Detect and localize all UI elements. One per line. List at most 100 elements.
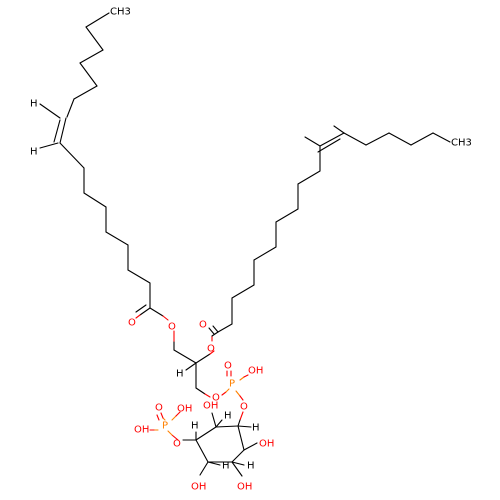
hydroxyl-label: OH bbox=[259, 439, 274, 450]
oxygen-label: O bbox=[240, 402, 248, 413]
bond bbox=[231, 449, 245, 463]
oxygen-label: O bbox=[207, 344, 215, 355]
bond bbox=[127, 269, 151, 284]
bond bbox=[173, 349, 197, 364]
bond bbox=[212, 325, 219, 333]
bond bbox=[297, 170, 321, 185]
hydrogen-label: H bbox=[191, 421, 199, 432]
hydroxyl-label: OH bbox=[237, 482, 252, 493]
bond bbox=[319, 132, 345, 147]
hydroxyl-label: OH bbox=[134, 425, 149, 436]
hydroxyl-label: OH bbox=[191, 482, 206, 493]
bond bbox=[59, 117, 67, 144]
oxygen-label: O bbox=[224, 361, 232, 372]
bond bbox=[211, 331, 219, 337]
hydroxyl-label: OH bbox=[248, 366, 263, 377]
bond bbox=[235, 390, 241, 397]
alkene-hydrogen-label: H bbox=[30, 99, 38, 110]
bond bbox=[231, 461, 243, 477]
bond bbox=[139, 307, 151, 316]
bond bbox=[167, 430, 173, 436]
bond bbox=[171, 415, 177, 421]
bond bbox=[156, 414, 160, 421]
bond bbox=[237, 425, 252, 428]
bond-layer bbox=[39, 12, 451, 477]
bond bbox=[243, 442, 258, 451]
bond bbox=[237, 425, 245, 451]
oxygen-label: O bbox=[168, 322, 176, 333]
bond bbox=[275, 208, 299, 223]
bond bbox=[73, 85, 98, 100]
bond bbox=[39, 103, 61, 119]
bond bbox=[185, 362, 197, 371]
bond bbox=[53, 119, 61, 143]
bond bbox=[215, 425, 239, 428]
bond bbox=[225, 388, 230, 393]
bond bbox=[135, 314, 141, 319]
bond bbox=[211, 412, 217, 428]
atom-label-layer: CH3 CH3 H H O O O O H O P O OH O H OH H … bbox=[30, 7, 472, 493]
bond bbox=[66, 98, 75, 118]
methyl-label: CH3 bbox=[110, 7, 131, 18]
bond bbox=[83, 192, 107, 208]
bond bbox=[333, 125, 345, 134]
methyl-label: CH3 bbox=[451, 138, 472, 149]
bond bbox=[239, 395, 244, 401]
bond bbox=[195, 387, 206, 395]
oxygen-label: O bbox=[199, 320, 207, 331]
bond bbox=[160, 412, 164, 419]
oxygen-label: O bbox=[128, 318, 136, 329]
bond bbox=[149, 307, 164, 317]
hydrogen-label: H bbox=[252, 423, 260, 434]
bond bbox=[432, 132, 451, 143]
hydrogen-label: H bbox=[176, 369, 184, 380]
bond bbox=[317, 138, 341, 153]
bond bbox=[253, 246, 277, 261]
bond bbox=[231, 461, 245, 466]
bond bbox=[135, 304, 147, 313]
bond bbox=[304, 136, 321, 147]
bond bbox=[239, 376, 245, 381]
bond bbox=[215, 419, 223, 428]
oxygen-label: O bbox=[155, 403, 163, 414]
bond bbox=[105, 231, 129, 246]
bond bbox=[195, 426, 217, 441]
bond bbox=[207, 461, 221, 466]
hydrogen-label: H bbox=[247, 461, 255, 472]
bond bbox=[204, 393, 211, 398]
bond bbox=[199, 461, 209, 476]
hydroxyl-label: OH bbox=[203, 401, 218, 412]
bond bbox=[343, 132, 367, 146]
bond bbox=[410, 132, 434, 146]
bond bbox=[195, 353, 211, 364]
bond bbox=[243, 374, 249, 378]
bond bbox=[79, 49, 104, 64]
bond bbox=[388, 132, 412, 146]
bond bbox=[209, 350, 215, 355]
bond bbox=[221, 391, 227, 396]
alkene-hydrogen-label: H bbox=[30, 147, 38, 158]
hydrogen-label: H bbox=[224, 411, 232, 422]
phosphorus-label: P bbox=[229, 379, 235, 390]
oxygen-label: O bbox=[173, 439, 181, 450]
bond bbox=[239, 411, 244, 421]
bond bbox=[85, 12, 110, 28]
bond bbox=[79, 62, 98, 87]
bond bbox=[85, 26, 104, 51]
bond bbox=[39, 142, 59, 149]
phosphorus-label: P bbox=[162, 421, 168, 432]
bond bbox=[217, 323, 233, 333]
bond bbox=[365, 132, 390, 146]
bond bbox=[175, 411, 181, 417]
hydroxyl-label: OH bbox=[177, 404, 192, 415]
bond bbox=[59, 142, 85, 169]
bond bbox=[231, 284, 255, 299]
hydrogen-label: H bbox=[222, 461, 230, 472]
bond bbox=[171, 434, 179, 441]
bond bbox=[237, 419, 241, 427]
bond bbox=[195, 439, 209, 463]
bond bbox=[208, 327, 215, 335]
oxygen-label: O bbox=[212, 393, 220, 404]
bond bbox=[162, 315, 169, 321]
